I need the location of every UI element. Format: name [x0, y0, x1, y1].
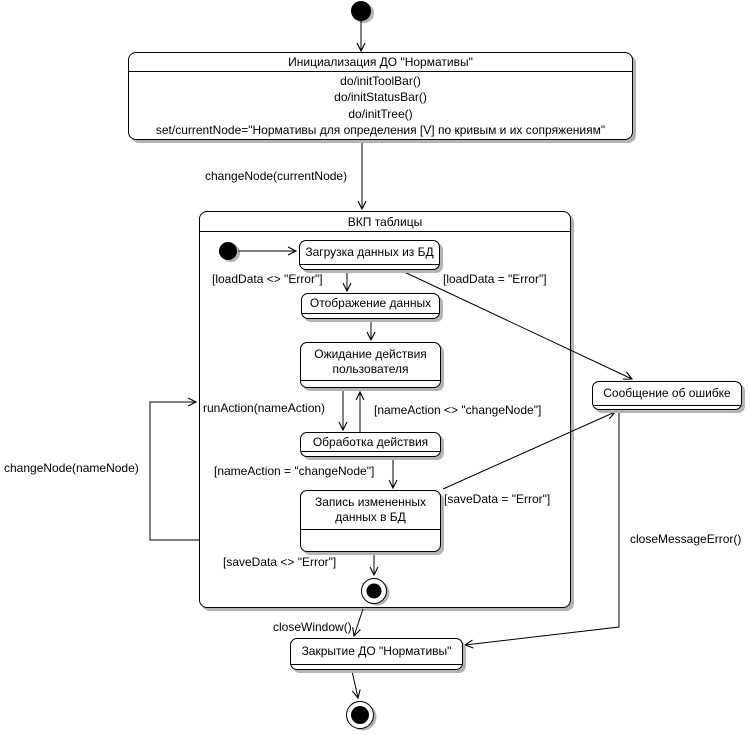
action-init-statusbar: do/initStatusBar()	[334, 90, 427, 105]
action-set-currentnode: set/currentNode="Нормативы для определен…	[155, 122, 606, 137]
composite-state-title: ВКП таблицы	[200, 212, 570, 232]
state-init-title: Инициализация ДО "Нормативы"	[129, 53, 632, 72]
final-state-dot	[351, 706, 369, 724]
label-guard-name-action-neq: [nameAction <> "changeNode"]	[374, 403, 542, 417]
label-change-node-name: changeNode(nameNode)	[4, 461, 139, 475]
state-process-action: Обработка действия	[300, 432, 441, 457]
state-init-actions: do/initToolBar() do/initStatusBar() do/i…	[129, 72, 632, 139]
final-state-shadow	[349, 703, 377, 731]
state-display-foot	[302, 313, 439, 318]
state-save-data: Запись измененных данных в БД	[300, 490, 441, 552]
state-load-foot	[300, 264, 439, 269]
transition-close-to-final	[351, 670, 358, 698]
label-guard-load-error: [loadData = "Error"]	[443, 272, 547, 286]
label-change-node-current: changeNode(currentNode)	[205, 169, 348, 183]
label-guard-save-ok: [saveData <> "Error"]	[223, 555, 337, 569]
state-display-data: Отображение данных	[301, 293, 440, 319]
transition-self-change-node	[149, 402, 199, 541]
transition-table-to-close	[354, 608, 364, 636]
label-run-action: runAction(nameAction)	[203, 401, 326, 415]
final-state	[346, 701, 374, 729]
state-error-foot	[593, 405, 741, 409]
state-process-foot	[301, 451, 440, 456]
state-save-foot	[301, 529, 440, 551]
state-init-normativy: Инициализация ДО "Нормативы" do/initTool…	[128, 52, 633, 140]
action-init-toolbar: do/initToolBar()	[340, 74, 421, 89]
state-load-data: Загрузка данных из БД	[299, 240, 440, 270]
state-error-message: Сообщение об ошибке	[592, 381, 742, 410]
label-close-message-error: closeMessageError()	[630, 532, 742, 546]
state-wait-user-action: Ожидание действия пользователя	[300, 342, 441, 388]
initial-state-shadow	[354, 3, 374, 23]
label-guard-save-error: [saveData = "Error"]	[444, 492, 551, 506]
initial-state	[351, 1, 371, 21]
label-close-window: closeWindow()	[273, 620, 352, 634]
label-guard-name-action-eq: [nameAction = "changeNode"]	[214, 464, 375, 478]
state-close-foot	[291, 664, 462, 669]
state-close-normativy: Закрытие ДО "Нормативы"	[290, 638, 463, 670]
state-wait-foot	[301, 380, 440, 387]
label-guard-load-ok: [loadData <> "Error"]	[212, 272, 323, 286]
action-init-tree: do/initTree()	[348, 106, 413, 121]
